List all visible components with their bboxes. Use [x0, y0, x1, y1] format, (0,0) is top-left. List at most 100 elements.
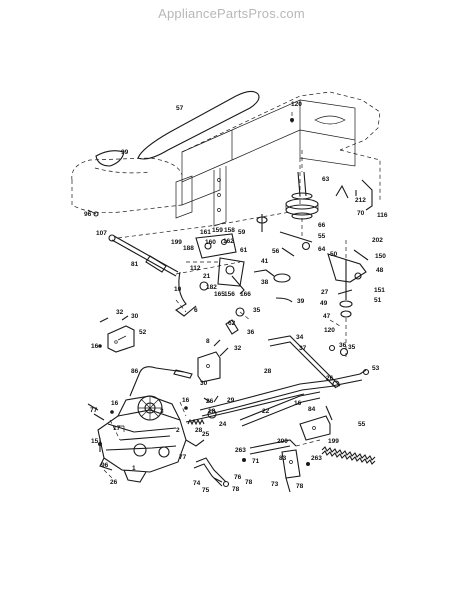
callout-84: 84 [308, 406, 316, 413]
watermark: AppliancePartsPros.com [158, 6, 305, 21]
bracket-30 [197, 339, 229, 383]
callout-66: 66 [318, 222, 326, 229]
callout-26a: 26 [326, 375, 334, 382]
callout-63: 63 [322, 176, 330, 183]
callout-15: 15 [91, 438, 99, 445]
callout-6: 6 [194, 307, 198, 314]
transmission-hardware [98, 395, 219, 452]
callout-32a: 32 [116, 309, 124, 316]
callout-112: 112 [190, 265, 201, 272]
callout-36b: 36 [339, 342, 347, 349]
callout-263a: 263 [235, 447, 246, 454]
callout-29: 29 [227, 397, 235, 404]
drive-belt [137, 90, 260, 160]
small-hardware [225, 112, 349, 357]
callout-25: 25 [202, 431, 210, 438]
callout-49: 49 [320, 300, 328, 307]
callout-28b: 28 [195, 427, 203, 434]
transmission [87, 395, 205, 483]
callout-158: 158 [224, 227, 235, 234]
callout-38: 38 [261, 279, 269, 286]
callout-53: 53 [372, 365, 380, 372]
callout-81: 81 [131, 261, 139, 268]
callout-30a: 30 [131, 313, 139, 320]
callout-96a: 96 [84, 211, 92, 218]
callout-200: 200 [277, 438, 288, 445]
callout-55a: 55 [318, 233, 326, 240]
callout-1: 1 [132, 465, 136, 472]
callout-188: 188 [183, 245, 194, 252]
callout-99: 99 [121, 149, 129, 156]
callout-41: 41 [261, 258, 269, 265]
park-bracket [299, 405, 333, 441]
callout-78b: 78 [232, 486, 240, 493]
callout-18: 18 [208, 408, 216, 415]
callout-107: 107 [96, 230, 107, 237]
callout-34: 34 [296, 334, 304, 341]
lower-bracket [193, 457, 230, 488]
callout-116: 116 [377, 212, 388, 219]
callout-61: 61 [240, 247, 248, 254]
callout-3: 3 [160, 408, 164, 415]
callout-16c: 16 [182, 397, 190, 404]
callout-28: 28 [264, 368, 272, 375]
callout-182: 182 [206, 284, 217, 291]
callout-30b: 30 [200, 380, 208, 387]
callout-16b: 16 [111, 400, 119, 407]
callout-71: 71 [252, 458, 260, 465]
chassis-frame [175, 91, 381, 227]
callout-86: 86 [131, 368, 139, 375]
callout-10: 10 [174, 286, 182, 293]
callout-62: 62 [228, 320, 236, 327]
callout-150: 150 [375, 253, 386, 260]
callout-24: 24 [219, 421, 227, 428]
body-outline [71, 150, 183, 217]
callout-47: 47 [323, 313, 331, 320]
callout-156: 156 [224, 291, 235, 298]
callout-64: 64 [318, 246, 326, 253]
callout-199b: 199 [328, 438, 339, 445]
callout-52: 52 [139, 329, 147, 336]
callout-165: 165 [214, 291, 225, 298]
callout-26c: 26 [110, 479, 118, 486]
callout-263b: 263 [311, 455, 322, 462]
callout-21: 21 [203, 273, 211, 280]
callout-83: 83 [279, 455, 287, 462]
callout-39: 39 [297, 298, 305, 305]
callout-120b: 120 [324, 327, 335, 334]
callout-162: 162 [223, 238, 234, 245]
callout-199a: 199 [171, 239, 182, 246]
callout-77b: 77 [179, 454, 187, 461]
callout-22: 22 [262, 408, 270, 415]
callout-202: 202 [372, 237, 383, 244]
spring [321, 446, 376, 465]
callout-96b: 96 [101, 462, 109, 469]
control-rods [185, 335, 370, 427]
callout-78c: 78 [296, 483, 304, 490]
center-bracket [175, 233, 245, 317]
pedal-bracket [242, 439, 321, 493]
callout-26b: 26 [206, 398, 214, 405]
callout-212: 212 [355, 197, 366, 204]
callout-27: 27 [321, 289, 329, 296]
callout-77a: 77 [90, 407, 98, 414]
shift-rod [129, 366, 193, 397]
callout-48: 48 [376, 267, 384, 274]
pulley-assembly [285, 150, 319, 236]
callout-50: 50 [330, 251, 338, 258]
idler-assembly [253, 179, 373, 360]
brake-rod [108, 211, 291, 277]
callout-36a: 36 [247, 329, 255, 336]
callout-17: 17 [113, 425, 121, 432]
callout-76: 76 [234, 474, 242, 481]
callout-51: 51 [374, 297, 382, 304]
callout-70: 70 [357, 210, 365, 217]
callout-160: 160 [205, 239, 216, 246]
callout-57: 57 [176, 105, 184, 112]
callout-37: 37 [299, 345, 307, 352]
callout-74: 74 [193, 480, 201, 487]
callout-16d: 16 [294, 400, 302, 407]
callout-56: 56 [272, 248, 280, 255]
callout-159: 159 [212, 227, 223, 234]
